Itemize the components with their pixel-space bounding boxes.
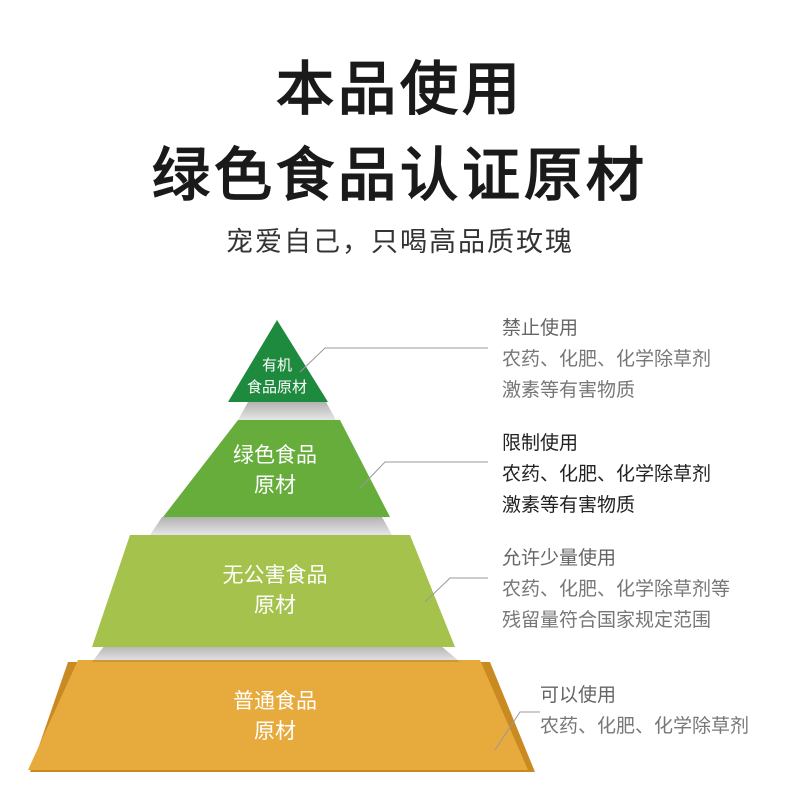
annotation-heading: 可以使用: [540, 684, 617, 706]
annotation-text: 激素等有害物质: [502, 379, 636, 401]
annotation-text: 激素等有害物质: [502, 494, 636, 516]
tier-4-label-line-2: 原材: [254, 719, 296, 744]
connector-line-3: [424, 577, 488, 603]
tier-2-label: 绿色食品 原材: [195, 440, 355, 501]
pyramid-tier-4: [28, 660, 535, 772]
tier-3-label: 无公害食品 原材: [175, 560, 375, 621]
connector-line-1: [299, 347, 488, 373]
pyramid-tier-1: [228, 320, 328, 402]
annotation-pollution-free: 允许少量使用 农药、化肥、化学除草剂等 残留量符合国家规定范围: [502, 543, 730, 636]
tier-4-shadow: [92, 645, 460, 662]
annotation-text: 农药、化肥、化学除草剂: [502, 463, 712, 485]
tier-4-label-line-1: 普通食品: [233, 689, 317, 713]
tier-4-label: 普通食品 原材: [175, 686, 375, 747]
pyramid-tier-3: [92, 535, 455, 647]
tier-2-label-line-1: 绿色食品: [233, 443, 317, 467]
title-line-2: 绿色食品认证原材: [151, 141, 648, 209]
tier-2-label-line-2: 原材: [254, 473, 296, 498]
annotation-organic: 禁止使用 农药、化肥、化学除草剂 激素等有害物质: [502, 313, 711, 406]
annotation-ordinary: 可以使用 农药、化肥、化学除草剂: [540, 680, 749, 742]
title-line-1: 本品使用: [275, 55, 524, 123]
annotation-text: 农药、化肥、化学除草剂等: [502, 578, 731, 600]
subtitle: 宠爱自己，只喝高品质玫瑰: [226, 227, 574, 258]
connector-line-2: [359, 461, 488, 489]
annotation-text: 农药、化肥、化学除草剂: [502, 348, 712, 370]
tier-3-label-line-2: 原材: [254, 593, 296, 618]
connector-line-4: [494, 711, 540, 751]
annotation-text: 农药、化肥、化学除草剂: [540, 715, 750, 737]
annotation-heading: 允许少量使用: [502, 547, 617, 569]
annotation-text: 残留量符合国家规定范围: [502, 609, 712, 631]
tier-1-label-line-1: 有机: [261, 356, 292, 374]
tier-1-label-line-2: 食品原材: [246, 377, 307, 396]
annotation-heading: 限制使用: [502, 432, 579, 454]
tier-2-shadow: [238, 402, 336, 420]
tier-3-shadow: [150, 517, 392, 535]
annotation-heading: 禁止使用: [502, 317, 579, 339]
tier-3-label-line-1: 无公害食品: [222, 563, 328, 587]
tier-1-label: 有机 食品原材: [227, 355, 327, 399]
pyramid-tier-2: [163, 420, 390, 517]
annotation-green: 限制使用 农药、化肥、化学除草剂 激素等有害物质: [502, 428, 711, 521]
